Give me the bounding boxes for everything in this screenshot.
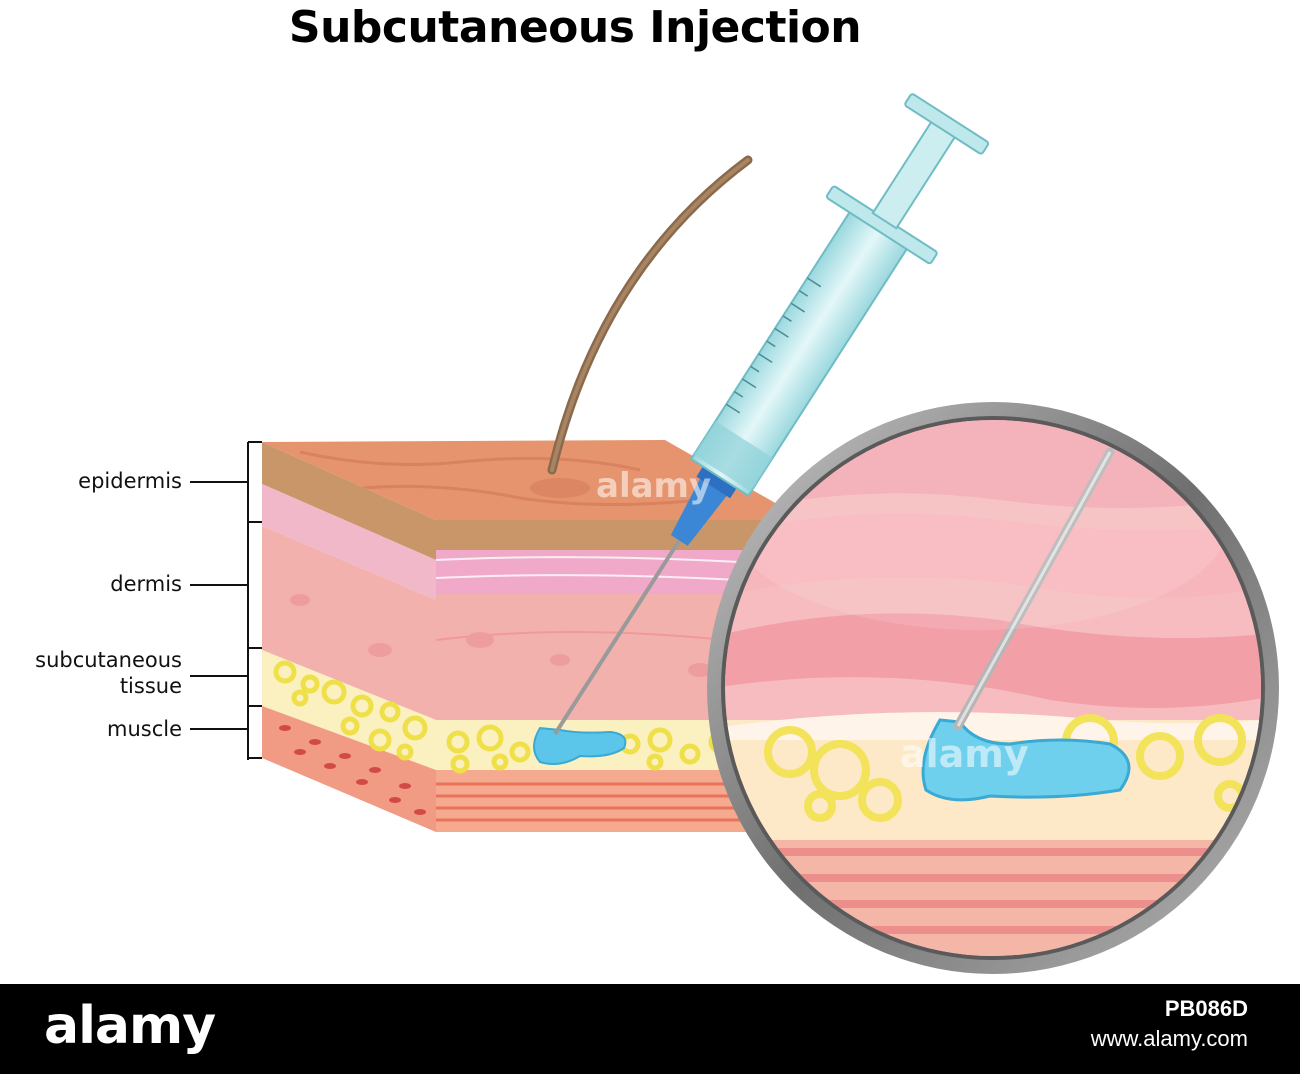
skin-top-surface: [262, 440, 805, 520]
image-id: PB086D: [1164, 996, 1248, 1021]
watermark-overlay-lens: alamy: [900, 732, 1029, 776]
magnifier-lens: [707, 402, 1279, 974]
watermark-overlay-skin: alamy: [596, 466, 712, 506]
injected-fluid: [533, 726, 627, 765]
label-muscle: muscle: [106, 717, 182, 741]
alamy-logo: alamy: [44, 996, 216, 1056]
layer-bracket: [190, 441, 262, 760]
diagram-title: Subcutaneous Injection: [288, 2, 862, 53]
lens-fluid: [921, 718, 1131, 802]
syringe: [553, 93, 990, 736]
skin-diagram: [190, 93, 1279, 974]
label-subcutaneous-line2: tissue: [119, 674, 182, 698]
label-epidermis: epidermis: [78, 469, 182, 493]
label-subcutaneous-line1: subcutaneous: [35, 648, 182, 672]
label-dermis: dermis: [110, 572, 182, 596]
watermark-footer: [0, 984, 1300, 1074]
label-subcutaneous-tissue: subcutaneous tissue: [0, 647, 182, 699]
image-site: www.alamy.com: [1090, 1026, 1248, 1051]
